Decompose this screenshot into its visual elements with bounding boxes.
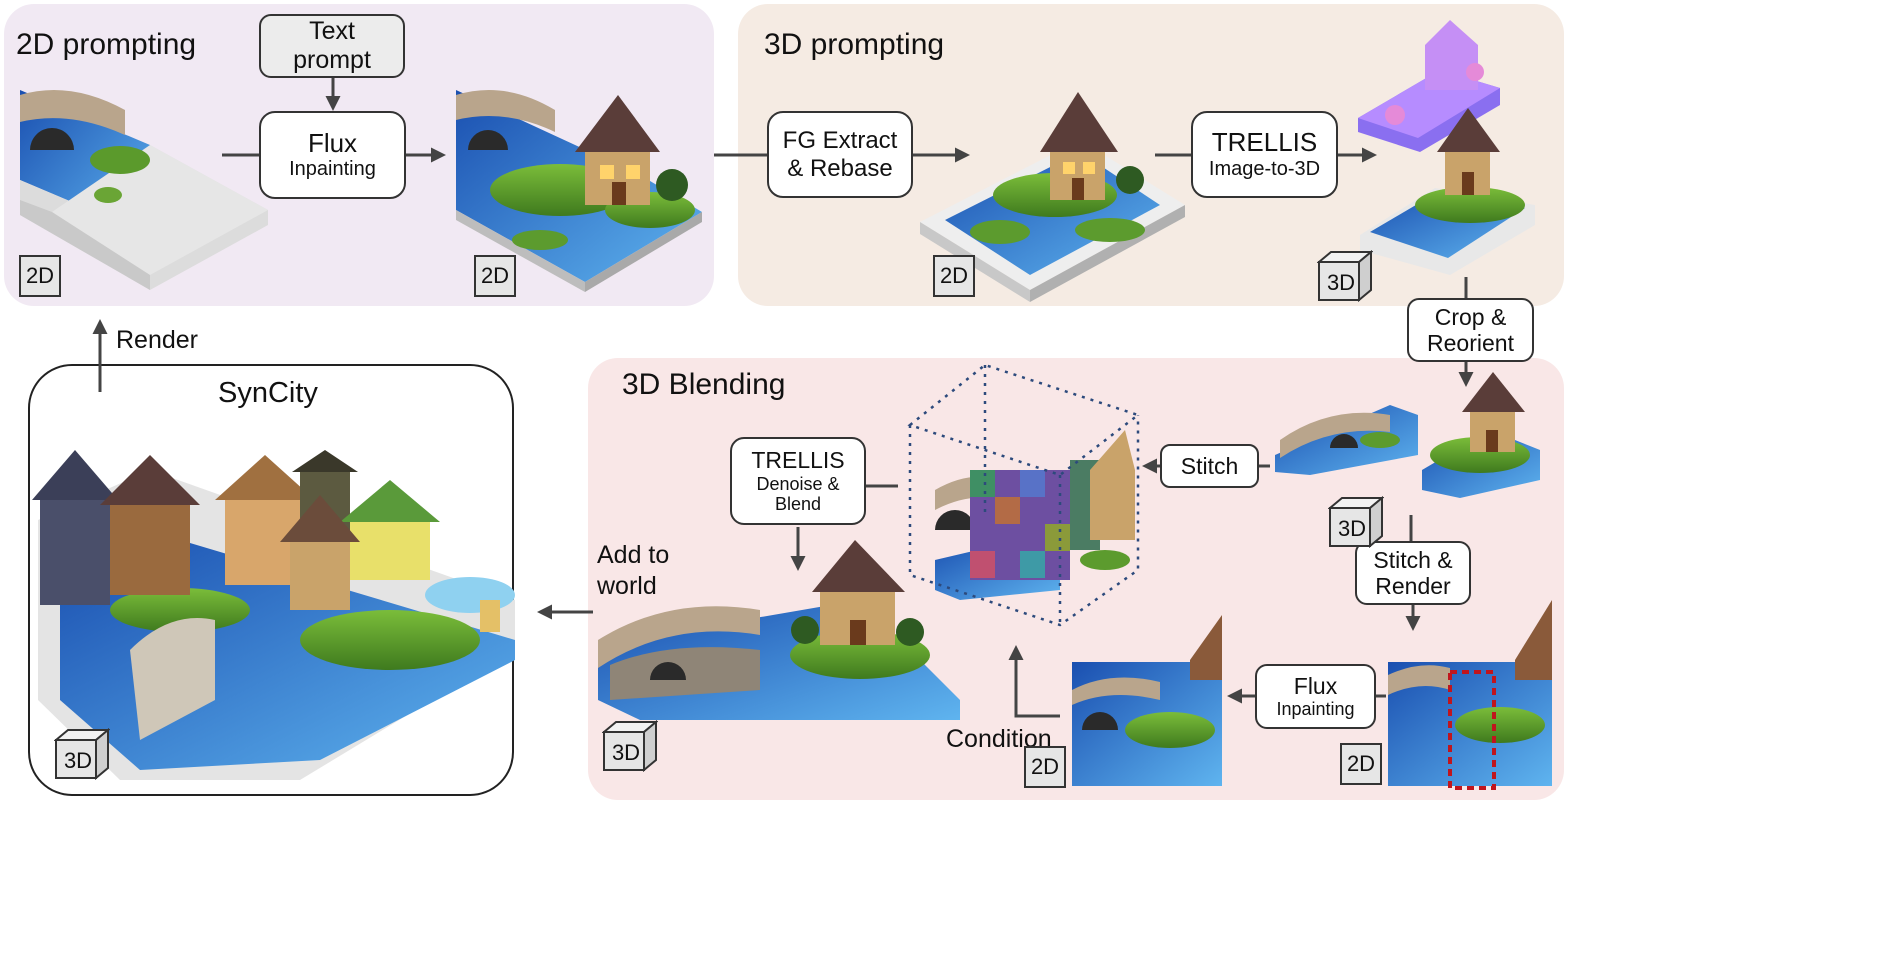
fg-extract-box: FG Extract & Rebase (767, 111, 913, 198)
add-to-world-label-line2: world (597, 572, 657, 600)
crop-reorient-box: Crop & Reorient (1407, 298, 1534, 362)
fg-extract-line2: & Rebase (787, 154, 893, 182)
text-prompt-line2: prompt (293, 46, 371, 74)
trellis-top-line2: Image-to-3D (1208, 157, 1321, 180)
scene-3d-output (1358, 20, 1535, 275)
cube-icon (1327, 495, 1385, 549)
crop-line1: Crop & (1434, 303, 1507, 330)
title-3d-blending: 3D Blending (622, 368, 786, 401)
crop-line2: Reorient (1427, 330, 1514, 356)
render-label: Render (116, 326, 198, 354)
text-prompt-line1: Text (309, 17, 355, 46)
stitch-line1: Stitch (1180, 452, 1239, 479)
cube-icon (601, 719, 659, 773)
scene-partial-2d (20, 90, 268, 290)
tiles-to-stitch-3d (1275, 372, 1540, 498)
flux-inpainting-box-top: Flux Inpainting (259, 111, 406, 199)
trellis-image-to-3d-box: TRELLIS Image-to-3D (1191, 111, 1338, 198)
tag-2d-partial: 2D (19, 255, 61, 297)
tag-2d-rebased: 2D (933, 255, 975, 297)
trellis-denoise-blend-box: TRELLIS Denoise & Blend (730, 437, 866, 525)
tag-3d-trellis-output: 3D (1316, 249, 1374, 303)
text-prompt-box: Text prompt (259, 14, 405, 78)
scene-complete-2d (456, 90, 702, 292)
inpaint-views-2d (1072, 600, 1552, 790)
trellis-top-line1: TRELLIS (1211, 127, 1318, 158)
cube-icon (53, 727, 111, 781)
trellis-blend-line1: TRELLIS (751, 447, 845, 474)
stitch-box: Stitch (1160, 444, 1259, 488)
scene-rebased-2d (920, 92, 1185, 302)
tag-3d-syncity-text: 3D (63, 748, 93, 773)
syncity-world (32, 450, 515, 780)
scene-blended-3d (598, 540, 960, 720)
stitch-render-box: Stitch & Render (1355, 541, 1471, 605)
flux-bottom-line1: Flux (1293, 672, 1338, 699)
flux-inpainting-box-bottom: Flux Inpainting (1255, 664, 1376, 729)
flux-top-line2: Inpainting (289, 158, 376, 181)
tag-3d-blended-text: 3D (611, 740, 641, 765)
voxel-bounding-box (907, 363, 1141, 627)
trellis-blend-line2: Denoise & (756, 473, 840, 494)
fg-extract-line1: FG Extract (782, 126, 898, 154)
tag-3d-stitch: 3D (1327, 495, 1385, 549)
tag-3d-blended: 3D (601, 719, 659, 773)
trellis-blend-line3: Blend (774, 494, 822, 515)
tag-3d-trellis-output-text: 3D (1326, 270, 1356, 295)
cube-icon (1316, 249, 1374, 303)
tag-3d-syncity: 3D (53, 727, 111, 781)
tag-2d-complete: 2D (474, 255, 516, 297)
tag-2d-condition: 2D (1024, 746, 1066, 788)
title-syncity: SynCity (218, 377, 318, 409)
title-3d-prompting: 3D prompting (764, 28, 945, 61)
tag-2d-inpainted: 2D (1340, 743, 1382, 785)
add-to-world-label-line1: Add to (597, 541, 670, 569)
tag-3d-stitch-text: 3D (1337, 516, 1367, 541)
flux-top-line1: Flux (307, 127, 358, 158)
voxel-volume (935, 430, 1135, 600)
flux-bottom-line2: Inpainting (1276, 699, 1355, 720)
stitch-render-line2: Render (1375, 573, 1451, 599)
stitch-render-line1: Stitch & (1373, 546, 1453, 573)
connectors (92, 78, 1474, 718)
title-2d-prompting: 2D prompting (16, 28, 197, 61)
